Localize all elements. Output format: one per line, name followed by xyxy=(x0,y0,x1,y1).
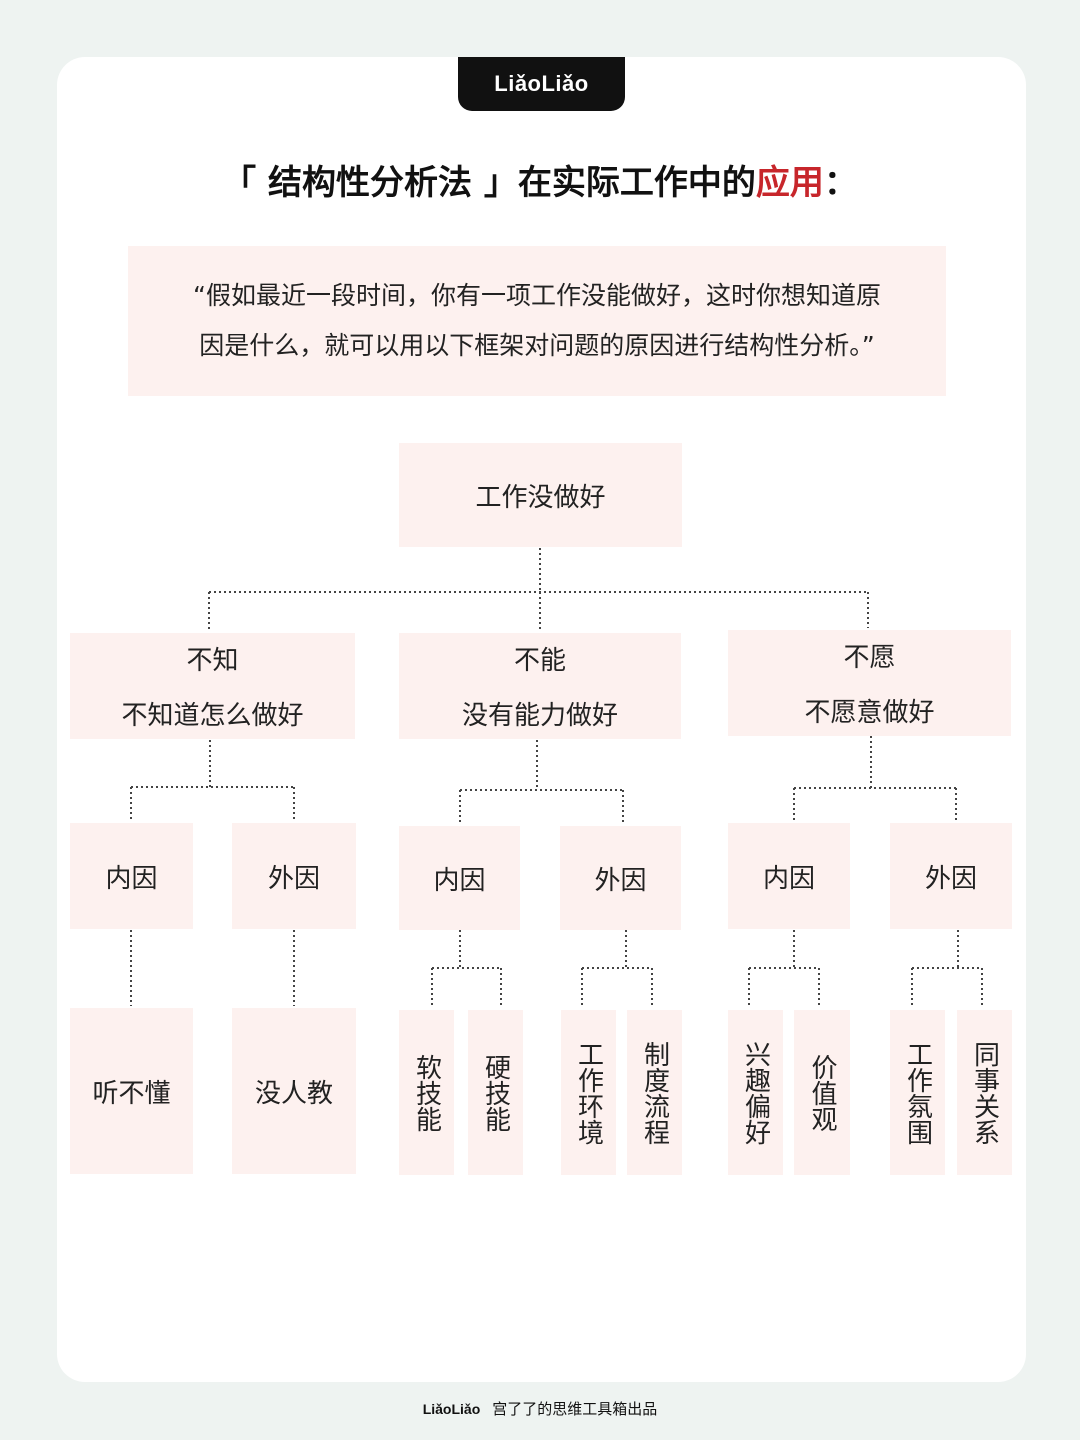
leaf-label: 硬技能 xyxy=(480,1053,511,1132)
cause-label: 内因 xyxy=(433,865,486,896)
cause-node-external: 外因 xyxy=(890,823,1012,929)
branch-subtitle: 不愿意做好 xyxy=(804,698,935,728)
page-title: 「 结构性分析法 」在实际工作中的应用： xyxy=(0,155,1080,204)
cause-node-internal: 内因 xyxy=(728,823,850,929)
leaf-node: 没人教 xyxy=(232,1008,356,1174)
leaf-node: 同事关系 xyxy=(957,1010,1012,1175)
leaf-node: 兴趣偏好 xyxy=(728,1010,783,1175)
branch-node-buzhi: 不知 不知道怎么做好 xyxy=(70,633,355,739)
title-prefix: 「 结构性分析法 」在实际工作中的 xyxy=(222,163,756,203)
leaf-label: 同事关系 xyxy=(969,1040,1000,1145)
branch-subtitle: 不知道怎么做好 xyxy=(121,701,304,731)
leaf-node: 制度流程 xyxy=(627,1010,682,1175)
footer: LiǎoLiǎo 宫了了的思维工具箱出品 xyxy=(0,1398,1080,1419)
cause-label: 内因 xyxy=(762,863,815,894)
cause-node-internal: 内因 xyxy=(399,826,520,930)
leaf-node: 听不懂 xyxy=(70,1008,193,1174)
branch-node-buyuan: 不愿 不愿意做好 xyxy=(728,630,1011,736)
leaf-label: 工作氛围 xyxy=(902,1040,933,1145)
cause-label: 外因 xyxy=(267,863,320,894)
leaf-node: 价值观 xyxy=(794,1010,850,1175)
brand-tab: LiǎoLiǎo xyxy=(458,57,625,111)
leaf-label: 没人教 xyxy=(254,1078,333,1109)
root-label: 工作没做好 xyxy=(475,482,606,513)
branch-subtitle: 没有能力做好 xyxy=(461,701,618,731)
cause-label: 内因 xyxy=(105,863,158,894)
footer-text: 宫了了的思维工具箱出品 xyxy=(492,1400,658,1418)
quote-box: “假如最近一段时间，你有一项工作没能做好，这时你想知道原 因是什么，就可以用以下… xyxy=(128,246,946,396)
title-accent: 应用 xyxy=(755,163,824,203)
leaf-node: 硬技能 xyxy=(468,1010,523,1175)
quote-line-1: “假如最近一段时间，你有一项工作没能做好，这时你想知道原 xyxy=(193,281,881,310)
branch-title: 不愿 xyxy=(843,643,896,673)
branch-node-buneng: 不能 没有能力做好 xyxy=(399,633,681,739)
leaf-label: 兴趣偏好 xyxy=(740,1040,771,1145)
cause-node-external: 外因 xyxy=(232,823,356,929)
leaf-label: 软技能 xyxy=(411,1053,442,1132)
cause-label: 外因 xyxy=(594,865,647,896)
brand-logo: LiǎoLiǎo xyxy=(494,71,589,96)
cause-node-external: 外因 xyxy=(560,826,681,930)
root-node: 工作没做好 xyxy=(399,443,682,547)
footer-brand: LiǎoLiǎo xyxy=(422,1401,481,1417)
leaf-node: 工作环境 xyxy=(561,1010,616,1175)
title-suffix: ： xyxy=(823,163,858,203)
leaf-label: 工作环境 xyxy=(573,1040,604,1145)
leaf-node: 软技能 xyxy=(399,1010,454,1175)
leaf-label: 听不懂 xyxy=(92,1078,171,1109)
branch-title: 不能 xyxy=(513,646,566,676)
branch-title: 不知 xyxy=(186,646,239,676)
cause-node-internal: 内因 xyxy=(70,823,193,929)
quote-line-2: 因是什么，就可以用以下框架对问题的原因进行结构性分析。” xyxy=(199,331,875,360)
leaf-node: 工作氛围 xyxy=(890,1010,945,1175)
leaf-label: 制度流程 xyxy=(639,1040,670,1145)
cause-label: 外因 xyxy=(924,863,977,894)
leaf-label: 价值观 xyxy=(807,1053,837,1132)
